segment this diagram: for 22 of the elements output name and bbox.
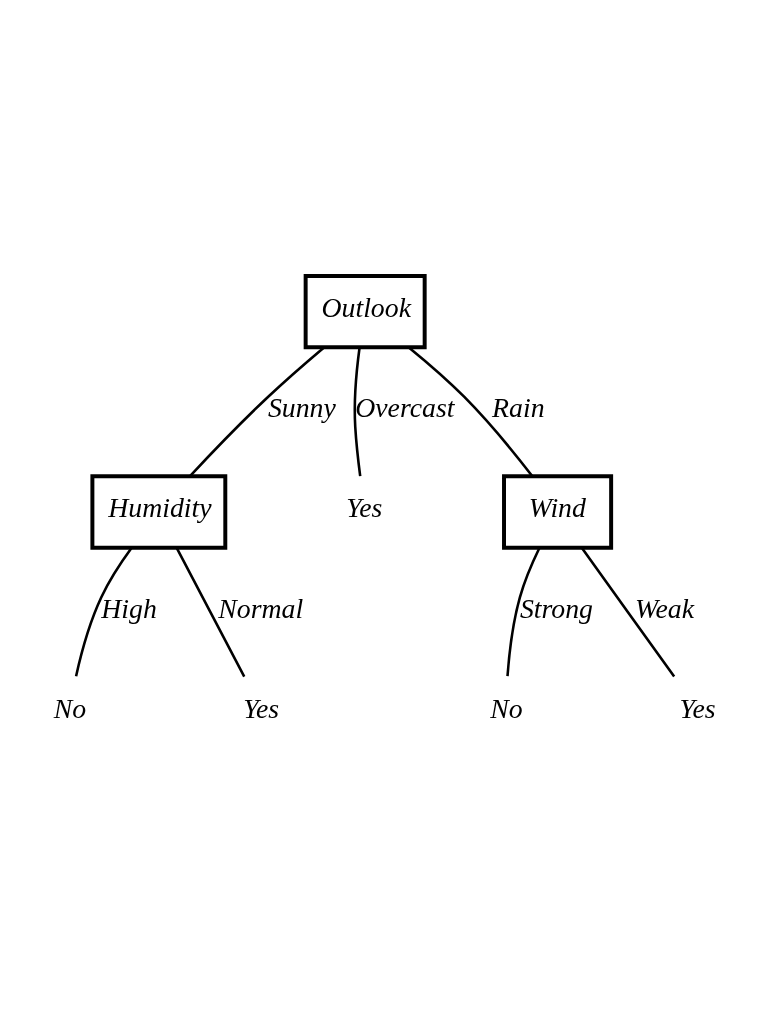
node-text: No (53, 692, 87, 724)
connector (189, 346, 325, 477)
connector (506, 547, 541, 677)
node-box: Wind (502, 474, 614, 550)
node-box: Outlook (303, 273, 427, 350)
node-text: No (490, 692, 523, 724)
connector (353, 347, 362, 477)
connector (581, 547, 676, 678)
edge-label: Strong (519, 592, 593, 624)
edge-label: Rain (492, 392, 545, 424)
node-text: Yes (679, 692, 716, 724)
node-text: Yes (346, 492, 383, 524)
node-box: Humidity (90, 474, 228, 550)
connector (408, 346, 534, 477)
edge-label: Weak (634, 592, 695, 624)
edge-label: Sunny (267, 392, 336, 424)
edge-label: Overcast (355, 392, 455, 424)
connector (175, 547, 246, 678)
connector (74, 547, 133, 677)
edge-label: High (101, 592, 157, 624)
edge-label: Normal (218, 592, 304, 624)
node-text: Yes (243, 692, 280, 724)
